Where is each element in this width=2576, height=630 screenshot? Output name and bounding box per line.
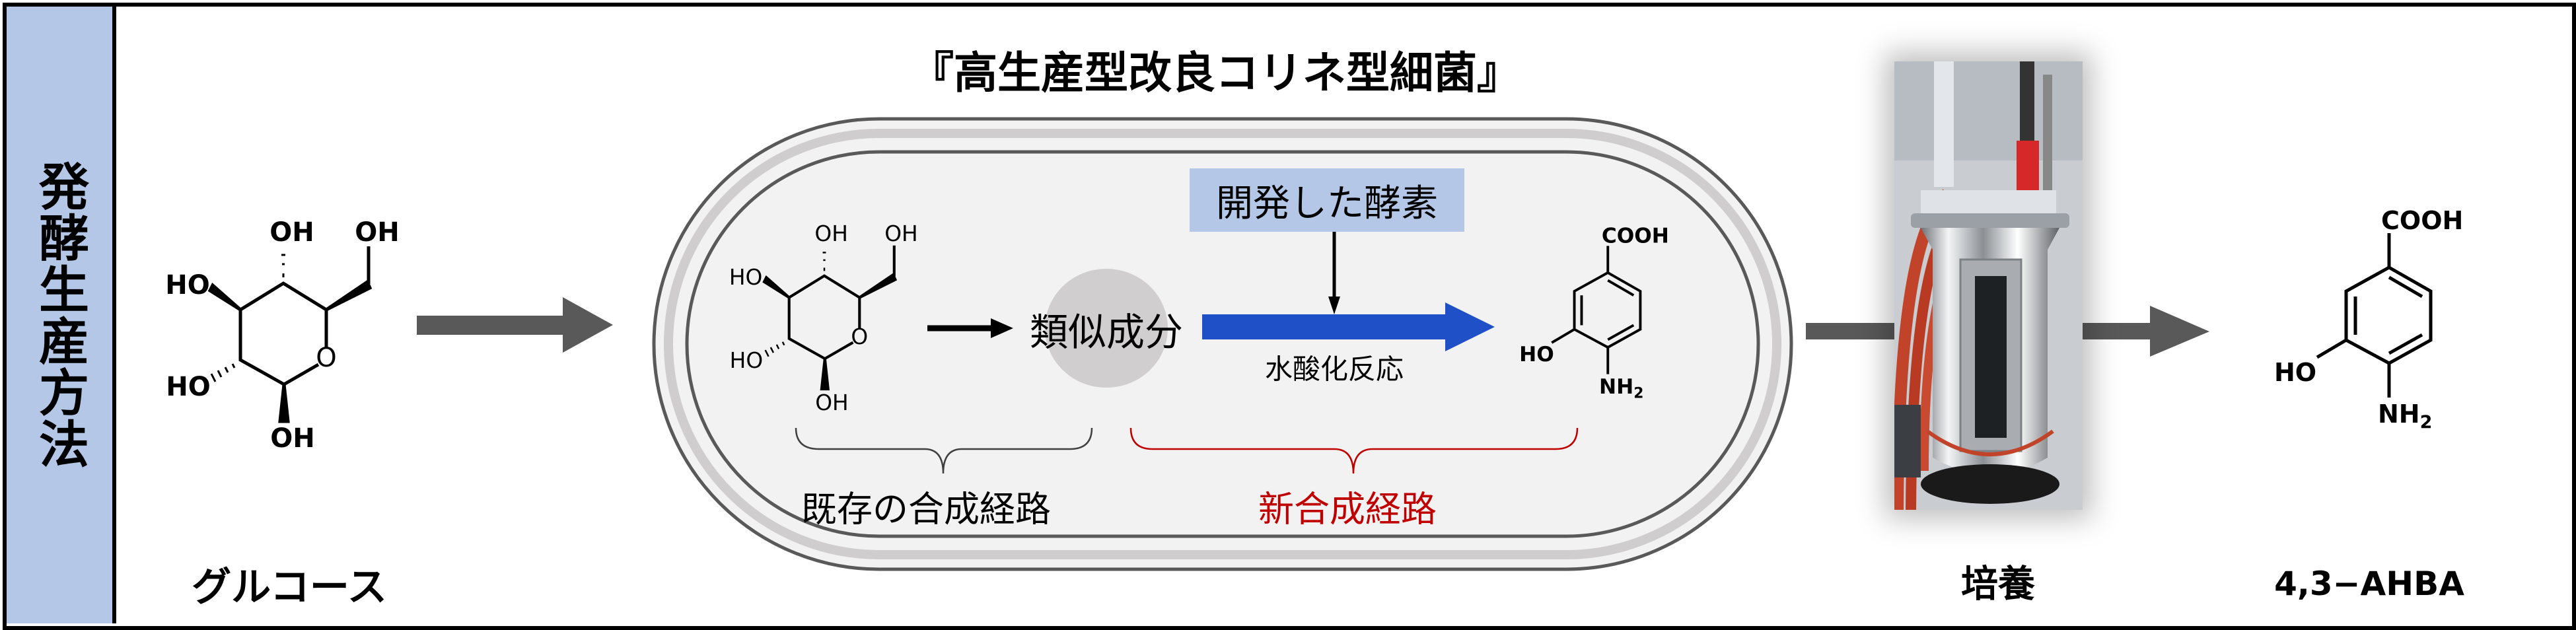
atom-ho: HO xyxy=(729,265,762,290)
atom-oh: OH xyxy=(269,217,314,248)
atom-nh2: NH2 xyxy=(2378,400,2432,433)
enzyme-label: 開発した酵素 xyxy=(1216,182,1438,225)
enzyme-box: 開発した酵素 xyxy=(1190,168,1464,232)
atom-cooh: COOH xyxy=(2381,206,2463,235)
atom-oh: OH xyxy=(355,217,399,248)
enzyme-arrow-head-icon xyxy=(1328,297,1340,314)
atom-ho: HO xyxy=(165,270,209,300)
existing-pathway-label: 既存の合成経路 xyxy=(801,488,1051,530)
new-pathway-brace xyxy=(1129,427,1579,474)
sidebar-label: 発酵生産方法 xyxy=(30,160,89,470)
atom-nh2: NH2 xyxy=(1599,375,1643,402)
atom-oh: OH xyxy=(270,423,314,454)
glucose-structure-small: OH OH HO HO O OH xyxy=(729,221,918,415)
existing-pathway-brace xyxy=(795,427,1093,474)
arrow-right-icon xyxy=(417,297,613,353)
diagram-title: 『高生産型改良コリネ型細菌』 xyxy=(910,48,1521,98)
bioreactor-photo xyxy=(1894,61,2083,510)
atom-ho: HO xyxy=(2274,358,2316,387)
bacterium-cell xyxy=(652,117,1793,571)
atom-ho: HO xyxy=(166,372,210,402)
reaction-arrow-icon xyxy=(1202,302,1495,351)
atom-o: O xyxy=(851,324,868,349)
outer-frame xyxy=(3,3,2576,630)
atom-oh: OH xyxy=(815,390,848,415)
arrow-small-head-icon xyxy=(991,318,1013,338)
atom-o: O xyxy=(316,343,336,373)
atom-oh: OH xyxy=(884,221,917,246)
glucose-label: グルコース xyxy=(192,564,387,611)
ahba-structure xyxy=(2317,233,2431,398)
intermediate-label: 類似成分 xyxy=(1029,310,1184,355)
atom-cooh: COOH xyxy=(1602,225,1669,248)
atom-oh: OH xyxy=(814,221,847,246)
intermediate-circle xyxy=(1045,269,1168,388)
sidebar-label-panel: 発酵生産方法 xyxy=(7,7,116,623)
new-pathway-label: 新合成経路 xyxy=(1258,488,1437,530)
product-label: 4,3−AHBA xyxy=(2274,565,2464,603)
culture-label: 培養 xyxy=(1961,563,2035,606)
atom-ho: HO xyxy=(1519,343,1554,367)
glucose-structure xyxy=(210,246,370,421)
ahba-structure-small: COOH HO NH2 xyxy=(1519,225,1669,402)
atom-ho: HO xyxy=(730,348,763,373)
reaction-label: 水酸化反応 xyxy=(1264,353,1404,386)
